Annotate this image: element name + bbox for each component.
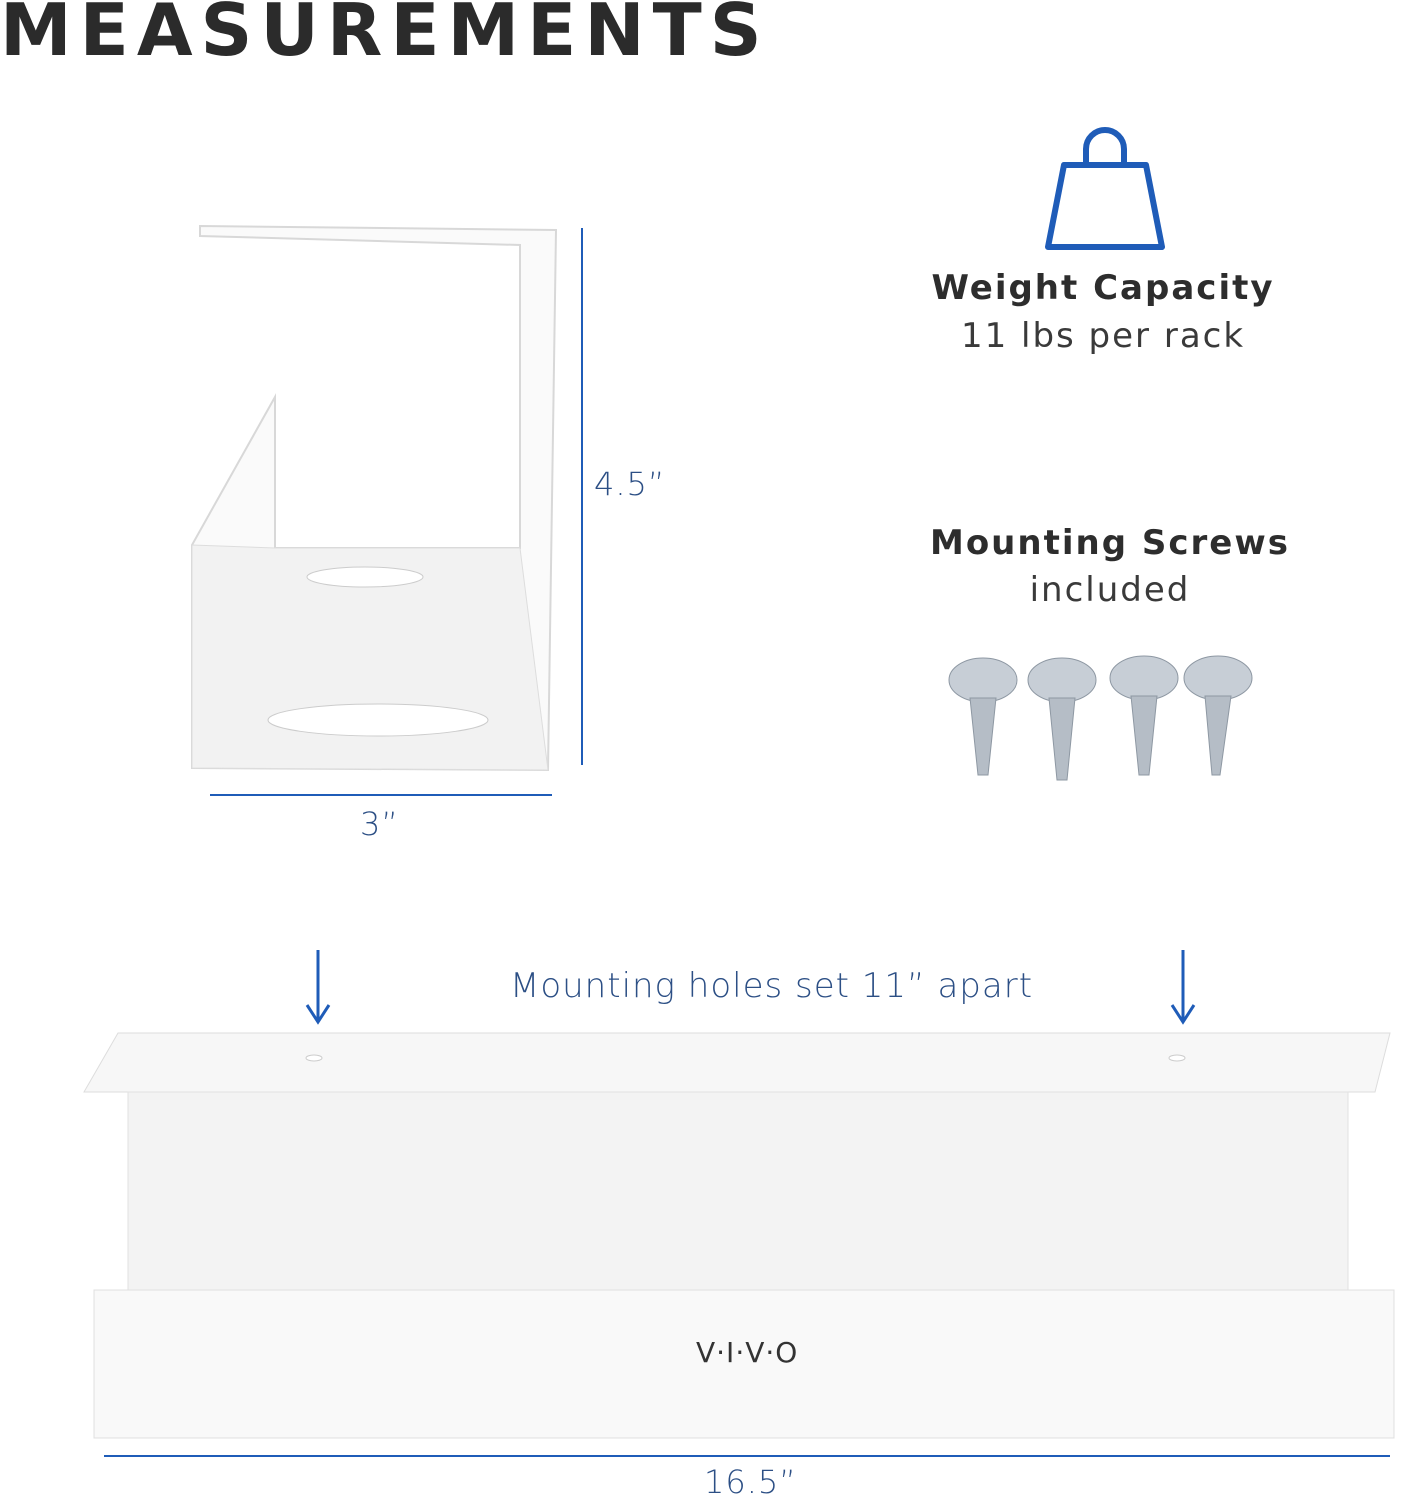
arrow-down-icon [1170, 950, 1196, 1025]
screws-image [948, 655, 1253, 781]
cable-rack-front-view [83, 1032, 1395, 1439]
screw-icon [1109, 655, 1179, 776]
bracket-side-view [191, 224, 558, 772]
screw-icon [1027, 657, 1097, 781]
length-label: 16.5” [704, 1463, 797, 1501]
weight-capacity-value: 11 lbs per rack [960, 316, 1246, 356]
page-title: MEASUREMENTS [0, 0, 770, 72]
mounting-screws-value: included [1029, 570, 1191, 610]
mounting-screws-heading: Mounting Screws [929, 523, 1290, 563]
weight-bag-icon [1045, 127, 1165, 250]
vivo-logo: V·I·V·O [696, 1336, 799, 1369]
screw-icon [1183, 655, 1253, 776]
arrow-down-icon [305, 950, 331, 1025]
screw-icon [948, 657, 1018, 776]
weight-capacity-heading: Weight Capacity [931, 268, 1275, 308]
height-label: 4.5” [594, 465, 666, 503]
mounting-holes-label: Mounting holes set 11” apart [510, 966, 1034, 1006]
width-label: 3” [360, 805, 399, 843]
